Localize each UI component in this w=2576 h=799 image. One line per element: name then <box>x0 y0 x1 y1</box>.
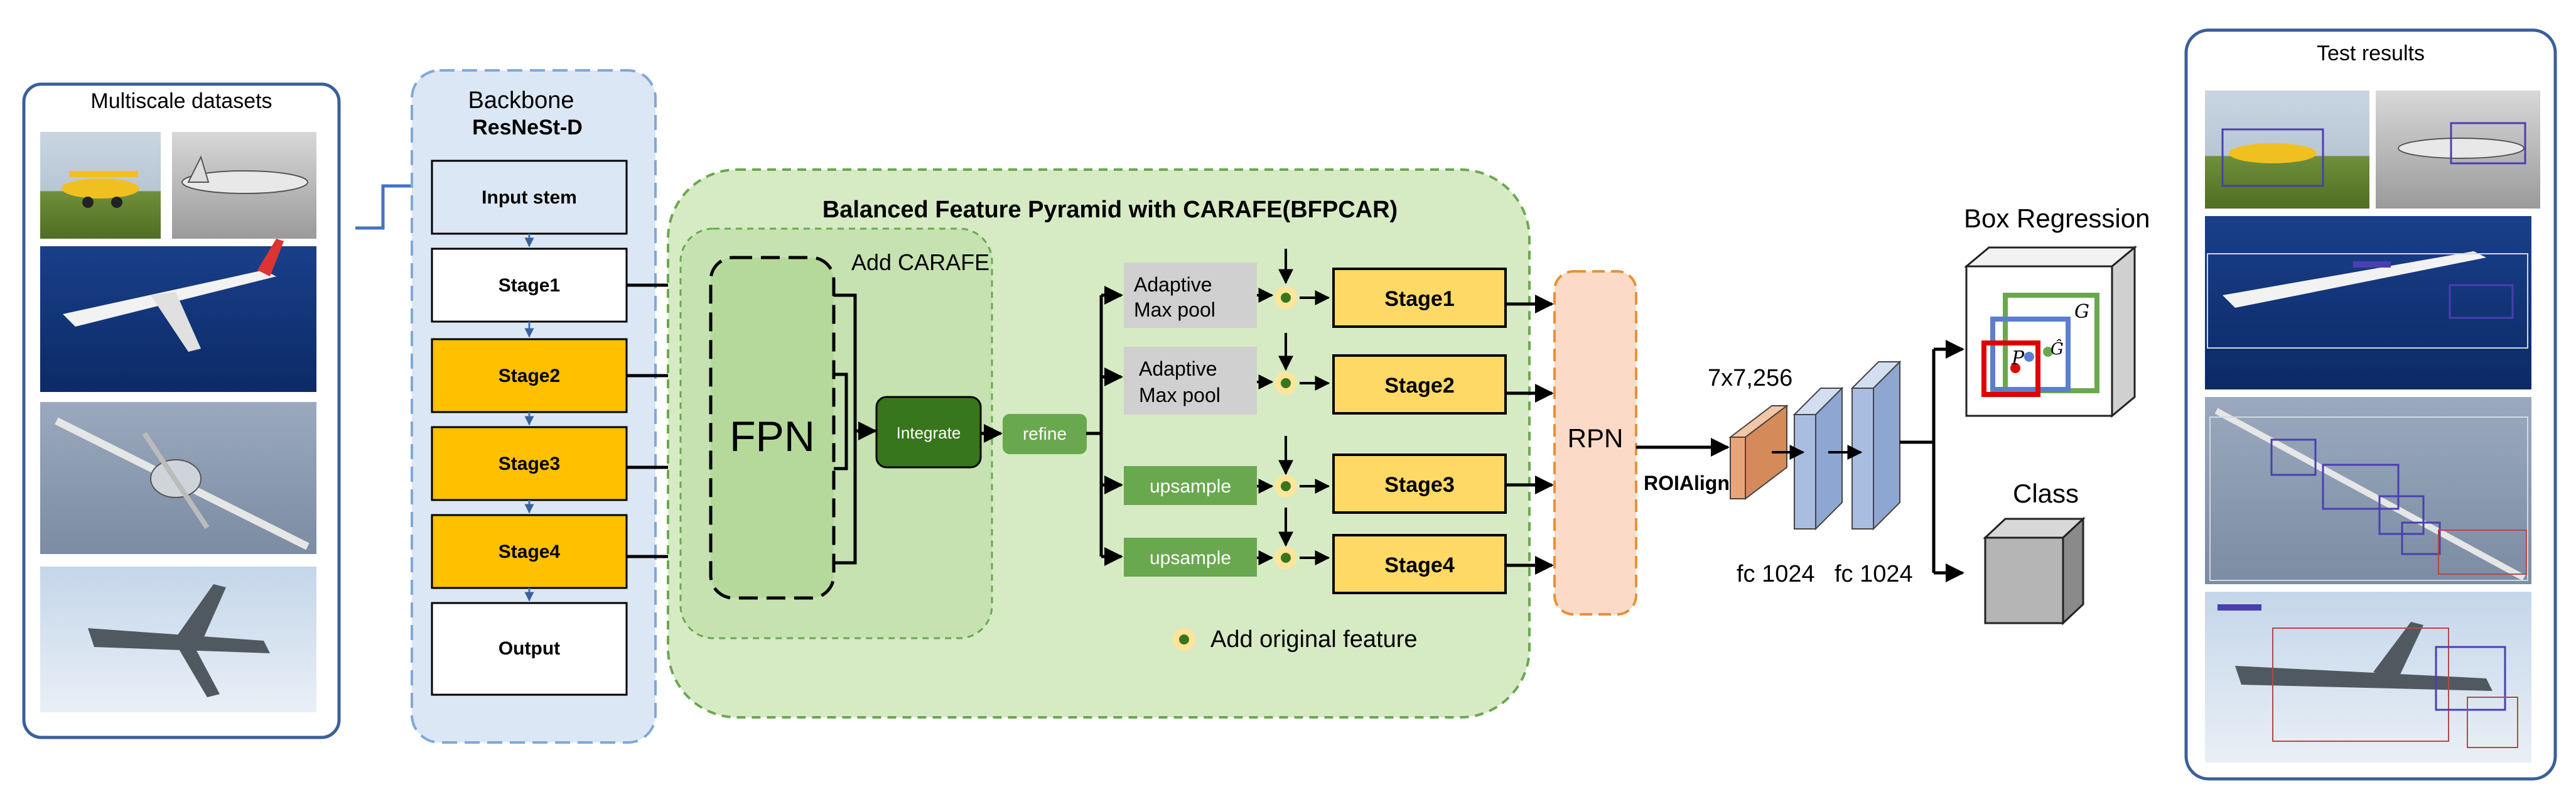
svg-text:Adaptive: Adaptive <box>1134 273 1212 296</box>
airliner-photo <box>40 239 316 392</box>
bfp-output-stage3: Stage3 <box>1332 454 1507 514</box>
multiscale-datasets-panel: Multiscale datasets <box>22 82 341 739</box>
svg-text:Stage4: Stage4 <box>1384 553 1455 577</box>
test-results-panel: Test results <box>2184 28 2557 781</box>
dataset-to-backbone-arrow <box>355 178 430 230</box>
class-label: Class <box>2013 479 2079 508</box>
fc-block-2 <box>1850 360 1902 531</box>
fighter-jet-photo <box>40 567 316 712</box>
roi-feature-block <box>1728 404 1789 501</box>
op-upsample-1: upsample <box>1124 466 1257 505</box>
detection-result-2 <box>2205 216 2531 389</box>
fc1-label: fc 1024 <box>1737 561 1815 587</box>
svg-text:Input stem: Input stem <box>482 187 577 208</box>
detection-result-1 <box>2205 90 2540 209</box>
detection-result-4 <box>2205 592 2531 763</box>
backbone-stage3: Stage3 <box>431 426 628 501</box>
backbone-stage1: Stage1 <box>431 247 628 323</box>
rpn-block: RPN <box>1553 270 1637 616</box>
rpn-label: RPN <box>1568 423 1624 453</box>
backbone-title: Backbone <box>468 87 574 114</box>
op-adaptive-max-pool-2: Adaptive Max pool <box>1124 347 1257 415</box>
ops-to-dots-arrows <box>1257 249 1330 565</box>
svg-text:upsample: upsample <box>1150 548 1231 568</box>
svg-text:Max pool: Max pool <box>1139 384 1221 406</box>
refine-label: refine <box>1023 424 1067 443</box>
class-cube <box>1983 516 2086 626</box>
backbone-panel: Backbone ResNeSt-D Input stem Stage1 Sta… <box>411 69 657 744</box>
svg-text:Stage3: Stage3 <box>1384 473 1455 497</box>
svg-text:Max pool: Max pool <box>1134 298 1215 321</box>
svg-text:Stage1: Stage1 <box>498 275 560 296</box>
fpn-label: FPN <box>730 413 815 460</box>
bfp-output-stage1: Stage1 <box>1332 268 1507 328</box>
p-symbol: P <box>2011 347 2025 369</box>
backbone-subtitle: ResNeSt-D <box>472 116 583 139</box>
g-symbol: G <box>2074 301 2089 323</box>
op-adaptive-max-pool-1: Adaptive Max pool <box>1124 263 1257 328</box>
fc-block-1 <box>1792 386 1844 531</box>
integrate-block: Integrate <box>875 396 982 469</box>
backbone-output: Output <box>431 602 628 696</box>
svg-text:Stage2: Stage2 <box>498 366 560 386</box>
legend-label: Add original feature <box>1210 626 1418 653</box>
bfp-output-stage2: Stage2 <box>1332 354 1507 415</box>
svg-text:Adaptive: Adaptive <box>1139 357 1217 380</box>
predicted-box <box>1990 317 2071 392</box>
backbone-input-stem: Input stem <box>431 160 628 235</box>
refine-to-ops-connectors <box>1086 286 1123 566</box>
feature-size-label: 7x7,256 <box>1708 365 1792 391</box>
bfpcar-title: Balanced Feature Pyramid with CARAFE(BFP… <box>822 197 1398 223</box>
roialign-label: ROIAlign <box>1644 472 1730 494</box>
fpn-block: FPN <box>709 256 836 600</box>
detection-result-3 <box>2205 397 2531 584</box>
fpn-to-integrate-connectors <box>834 293 877 565</box>
box-regression-label: Box Regression <box>1964 204 2150 233</box>
bfpcar-panel: Balanced Feature Pyramid with CARAFE(BFP… <box>667 168 1531 719</box>
refine-block: refine <box>1003 414 1087 454</box>
svg-text:Stage3: Stage3 <box>498 454 560 474</box>
carafe-label: Add CARAFE <box>851 249 989 275</box>
backbone-stage2: Stage2 <box>431 338 628 413</box>
propeller-aircraft-photo <box>40 402 316 554</box>
backbone-stage4: Stage4 <box>431 514 628 589</box>
svg-text:Stage4: Stage4 <box>498 541 561 562</box>
multiscale-datasets-title: Multiscale datasets <box>90 89 272 113</box>
svg-text:Output: Output <box>498 638 560 659</box>
test-results-title: Test results <box>2317 41 2425 65</box>
integrate-label: Integrate <box>897 423 961 442</box>
add-feature-dots <box>1275 286 1297 569</box>
g-hat-symbol: Ĝ <box>2051 339 2064 359</box>
svg-text:Stage1: Stage1 <box>1384 287 1455 311</box>
box-regression-cube: P G Ĝ <box>1963 245 2138 418</box>
bfp-output-stage4: Stage4 <box>1332 534 1507 594</box>
svg-text:Stage2: Stage2 <box>1384 374 1455 398</box>
fc2-label: fc 1024 <box>1835 561 1913 587</box>
svg-text:upsample: upsample <box>1150 476 1231 497</box>
add-original-feature-legend: Add original feature <box>1173 626 1418 653</box>
op-upsample-2: upsample <box>1124 538 1257 577</box>
head-branch-arrows <box>1900 340 1964 582</box>
bfp-to-rpn-arrows <box>1506 295 1554 575</box>
two-aircraft-photo <box>40 132 316 239</box>
anchor-box <box>1981 340 2040 397</box>
